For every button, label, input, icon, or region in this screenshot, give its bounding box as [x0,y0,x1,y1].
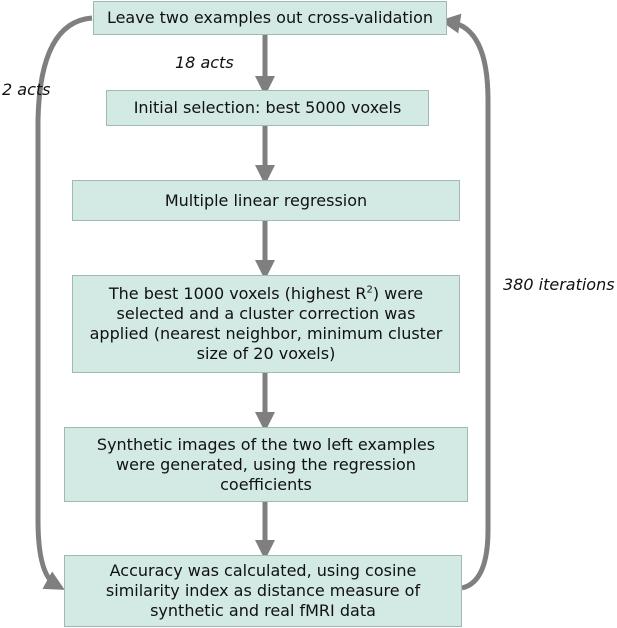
step-multiple-regression-text: Multiple linear regression [164,190,368,210]
step-initial-selection: Initial selection: best 5000 voxels [106,90,429,126]
step-cluster-superscript: 2 [366,284,373,296]
step-multiple-regression: Multiple linear regression [72,180,460,221]
step-initial-selection-text: Initial selection: best 5000 voxels [133,98,402,117]
step-cross-validation: Leave two examples out cross-validation [93,1,447,35]
label-380-iterations: 380 iterations [503,275,615,294]
loop-right-arrow [440,13,491,591]
step-accuracy-text: Accuracy was calculated, using cosine si… [105,561,421,620]
label-2-acts: 2 acts [2,80,51,99]
label-18-acts: 18 acts [175,53,234,72]
step-cluster-text-before: The best 1000 voxels (highest R [108,284,367,303]
step-cross-validation-text: Leave two examples out cross-validation [106,8,434,27]
loop-left-arrow [35,15,93,590]
step-cluster-correction: The best 1000 voxels (highest R2) were s… [72,275,460,373]
step-synthetic-images-text: Synthetic images of the two left example… [96,434,436,494]
step-synthetic-images: Synthetic images of the two left example… [64,427,468,502]
step-cluster-text-after: ) were selected and a cluster correction… [89,284,443,363]
step-accuracy: Accuracy was calculated, using cosine si… [64,555,462,627]
step-cluster-correction-text: The best 1000 voxels (highest R2) were s… [85,284,447,364]
